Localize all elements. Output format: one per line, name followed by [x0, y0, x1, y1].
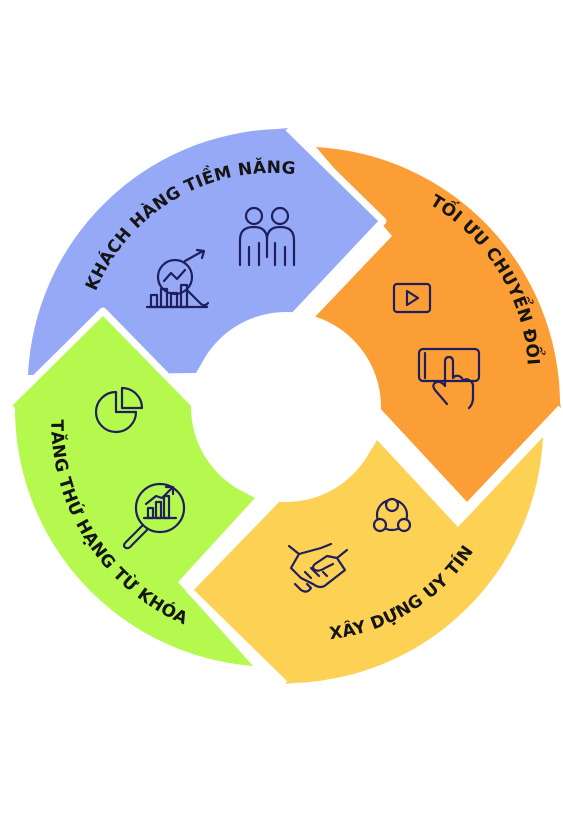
- separator-1: [285, 125, 387, 325]
- team-icon: [238, 206, 296, 267]
- touch-screen-icon: [417, 347, 481, 410]
- pie-chart-icon: [94, 386, 144, 434]
- analytics-magnifier-icon: [145, 248, 210, 309]
- handshake-icon: [287, 542, 349, 593]
- growth-magnifier-icon: [122, 482, 186, 550]
- center-hole: [191, 312, 381, 502]
- separator-3: [185, 490, 288, 687]
- segment-tang-thu-hang: [10, 311, 255, 666]
- video-play-icon: [392, 282, 432, 314]
- network-icon: [372, 497, 412, 533]
- segment-toi-uu: [314, 147, 561, 507]
- separator-4: [7, 307, 198, 408]
- separator-2: [373, 405, 563, 511]
